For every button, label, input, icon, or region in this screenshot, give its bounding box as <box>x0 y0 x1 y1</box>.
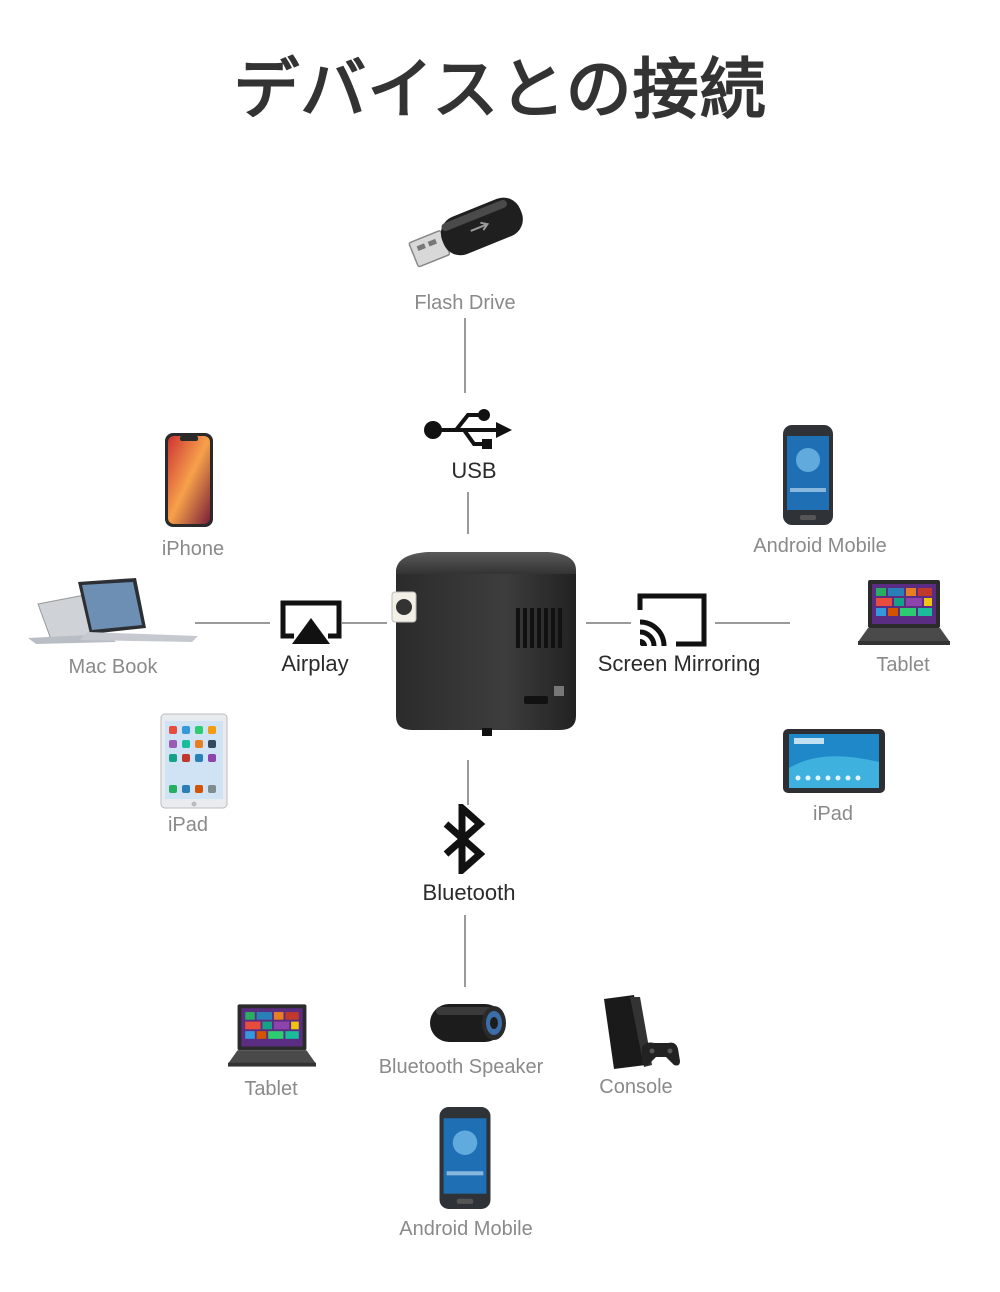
ipad-left-icon <box>160 713 228 809</box>
screen-mirroring-label: Screen Mirroring <box>597 651 761 676</box>
tablet-bottom-label: Tablet <box>244 1078 298 1100</box>
bluetooth-speaker-icon <box>428 1000 510 1046</box>
bluetooth-speaker-label: Bluetooth Speaker <box>378 1056 544 1078</box>
connector-projector-bluetooth <box>467 760 469 805</box>
ipad-right-icon <box>782 728 886 794</box>
macbook-icon <box>28 576 198 646</box>
android-bottom-icon <box>438 1106 492 1210</box>
iphone-label: iPhone <box>161 538 225 560</box>
usb-icon <box>422 408 514 452</box>
airplay-label: Airplay <box>281 651 349 676</box>
flash-drive-icon <box>400 185 530 275</box>
connector-usb-flashdrive <box>464 318 466 393</box>
android-right-icon <box>782 424 834 526</box>
connector-airplay-projector <box>342 622 387 624</box>
screen-mirroring-icon <box>636 592 708 648</box>
android-bottom-label: Android Mobile <box>399 1218 533 1240</box>
connector-bluetooth-speaker <box>464 915 466 987</box>
iphone-icon <box>164 432 214 528</box>
bluetooth-label: Bluetooth <box>422 880 516 905</box>
airplay-icon <box>280 600 342 646</box>
connector-usb-projector <box>467 492 469 534</box>
connector-mirroring-tablet <box>715 622 790 624</box>
ipad-left-label: iPad <box>167 814 209 836</box>
ipad-right-label: iPad <box>812 803 854 825</box>
bluetooth-icon <box>440 804 488 874</box>
macbook-label: Mac Book <box>68 656 158 678</box>
page-title: デバイスとの接続 <box>233 51 767 128</box>
tablet-right-label: Tablet <box>876 654 930 676</box>
flash-drive-label: Flash Drive <box>414 292 516 314</box>
usb-label: USB <box>451 458 497 483</box>
console-icon <box>600 995 680 1071</box>
tablet-right-icon <box>858 578 950 646</box>
tablet-bottom-icon <box>228 1001 316 1069</box>
connector-projector-mirroring <box>586 622 631 624</box>
projector-image <box>388 548 588 738</box>
connector-macbook-airplay <box>195 622 270 624</box>
android-right-label: Android Mobile <box>753 535 887 557</box>
console-label: Console <box>599 1076 673 1098</box>
